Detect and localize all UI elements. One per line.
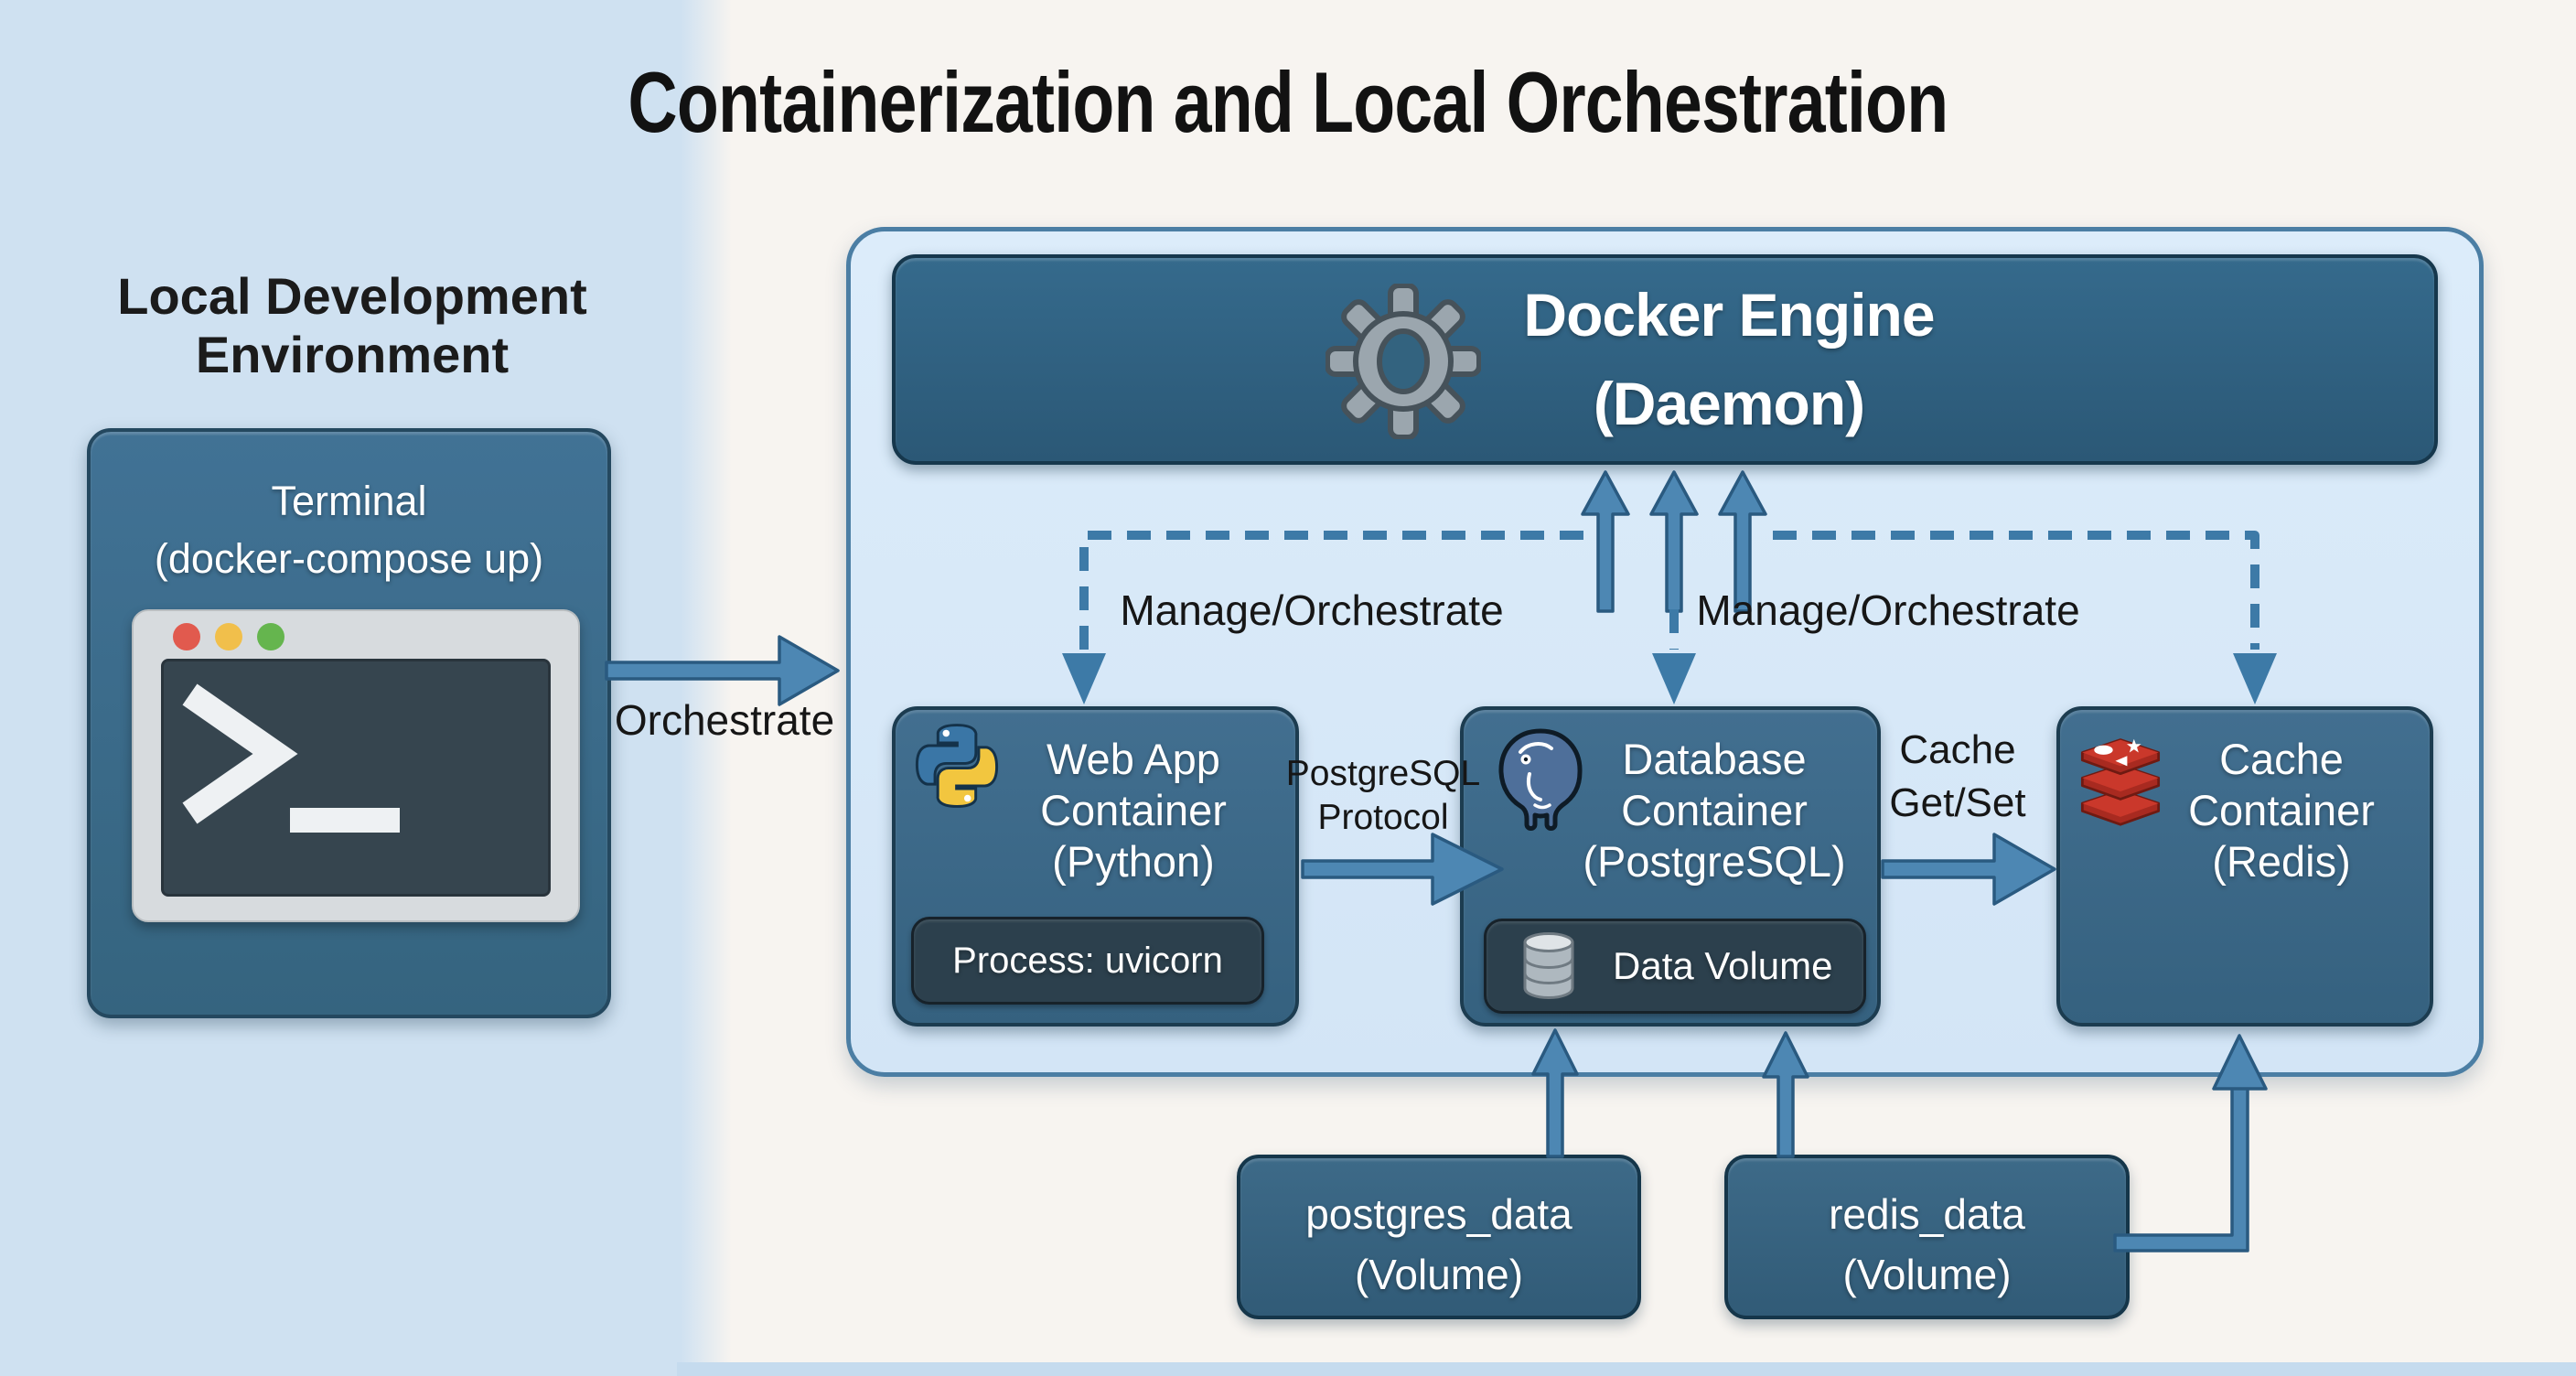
postgres-volume-label: postgres_data (Volume) xyxy=(1305,1190,1572,1298)
bottom-accent-strip xyxy=(677,1362,2576,1376)
close-dot-icon xyxy=(173,623,200,650)
redis-icon xyxy=(2075,730,2166,833)
uvicorn-process-box: Process: uvicorn xyxy=(911,917,1264,1005)
data-volume-box: Data Volume xyxy=(1484,919,1866,1014)
redis-volume-box: redis_data (Volume) xyxy=(1724,1155,2130,1319)
page-title: Containerization and Local Orchestration xyxy=(0,53,2576,152)
cache-container-label: Cache Container (Redis) xyxy=(2188,735,2375,886)
terminal-box: Terminal (docker-compose up) xyxy=(87,428,611,1018)
webapp-container-box: Web App Container (Python) Process: uvic… xyxy=(892,706,1299,1027)
page-title-text: Containerization and Local Orchestration xyxy=(628,54,1949,150)
maximize-dot-icon xyxy=(257,623,284,650)
cache-container-box: Cache Container (Redis) xyxy=(2056,706,2433,1027)
database-cylinder-icon xyxy=(1519,930,1578,1002)
postgresql-protocol-label: PostgreSQL Protocol xyxy=(1285,754,1481,837)
terminal-prompt-icon xyxy=(182,683,400,833)
cache-getset-label: Cache Get/Set xyxy=(1889,727,2026,825)
database-container-label: Database Container (PostgreSQL) xyxy=(1583,735,1846,886)
orchestrate-label: Orchestrate xyxy=(614,696,835,744)
postgres-volume-box: postgres_data (Volume) xyxy=(1237,1155,1641,1319)
docker-engine-box xyxy=(892,254,2438,465)
local-env-heading: Local Development Environment xyxy=(117,267,587,383)
database-container-box: Database Container (PostgreSQL) Data Vol… xyxy=(1460,706,1881,1027)
terminal-screen xyxy=(161,659,551,897)
uvicorn-process-label: Process: uvicorn xyxy=(952,940,1223,981)
postgresql-icon xyxy=(1489,726,1592,834)
minimize-dot-icon xyxy=(215,623,242,650)
python-icon xyxy=(914,723,1000,809)
manage-orchestrate-left-label: Manage/Orchestrate xyxy=(1120,586,1504,634)
redis-volume-label: redis_data (Volume) xyxy=(1829,1190,2025,1298)
data-volume-label: Data Volume xyxy=(1613,944,1833,987)
redis-cache-connector xyxy=(2113,1083,2249,1252)
terminal-window xyxy=(132,609,580,922)
gear-icon xyxy=(1326,284,1481,439)
manage-orchestrate-right-label: Manage/Orchestrate xyxy=(1696,586,2080,634)
terminal-label: Terminal (docker-compose up) xyxy=(154,478,544,582)
webapp-container-label: Web App Container (Python) xyxy=(1040,735,1227,886)
docker-engine-label: Docker Engine (Daemon) xyxy=(1523,281,1935,437)
